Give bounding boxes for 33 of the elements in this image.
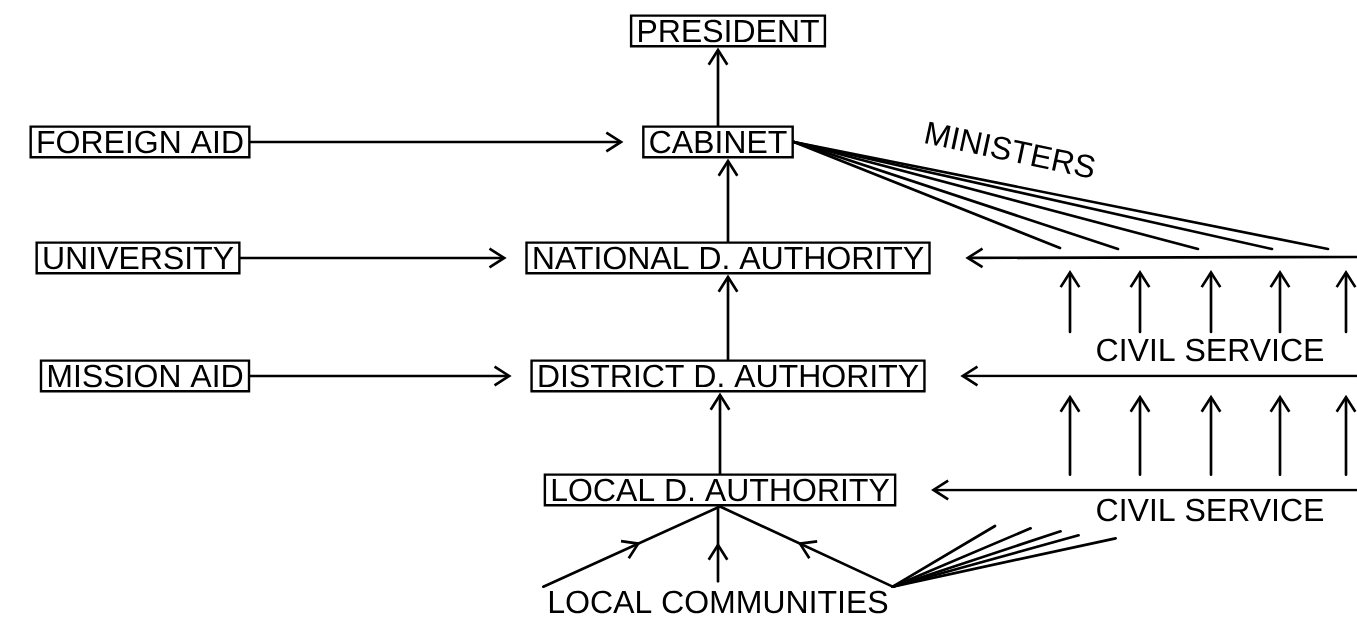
arrow — [1269, 394, 1291, 476]
text-label: CIVIL SERVICE — [1097, 498, 1324, 522]
label-box: CABINET — [642, 125, 794, 159]
arrow — [1335, 270, 1357, 334]
connector-line — [891, 537, 1117, 588]
arrow — [1129, 270, 1151, 334]
arrow — [1129, 394, 1151, 476]
arrow — [709, 392, 731, 475]
arrow — [249, 131, 624, 153]
connector-line — [891, 527, 1032, 588]
arrow — [1269, 270, 1291, 334]
arrow — [1059, 270, 1081, 334]
label-box: UNIVERSITY — [35, 241, 241, 275]
arrow — [717, 158, 739, 243]
text-label: LOCAL COMMUNITIES — [549, 590, 888, 614]
arrow — [1200, 394, 1222, 476]
arrow — [1059, 394, 1081, 476]
arrow — [965, 247, 1357, 269]
arrow — [239, 247, 507, 269]
arrow — [960, 365, 1357, 387]
label-box: LOCAL D. AUTHORITY — [543, 473, 897, 507]
arrow — [707, 47, 729, 127]
label-box: FOREIGN AID — [29, 125, 251, 159]
arrow — [717, 274, 739, 361]
arrow — [1335, 394, 1357, 476]
arrow — [248, 365, 512, 387]
label-box: NATIONAL D. AUTHORITY — [525, 241, 931, 275]
label-box: PRESIDENT — [629, 14, 827, 48]
text-label: CIVIL SERVICE — [1097, 338, 1324, 362]
label-box: MISSION AID — [39, 359, 251, 393]
arrow — [1200, 270, 1222, 334]
arrow — [931, 479, 1357, 501]
label-box: DISTRICT D. AUTHORITY — [530, 359, 926, 393]
